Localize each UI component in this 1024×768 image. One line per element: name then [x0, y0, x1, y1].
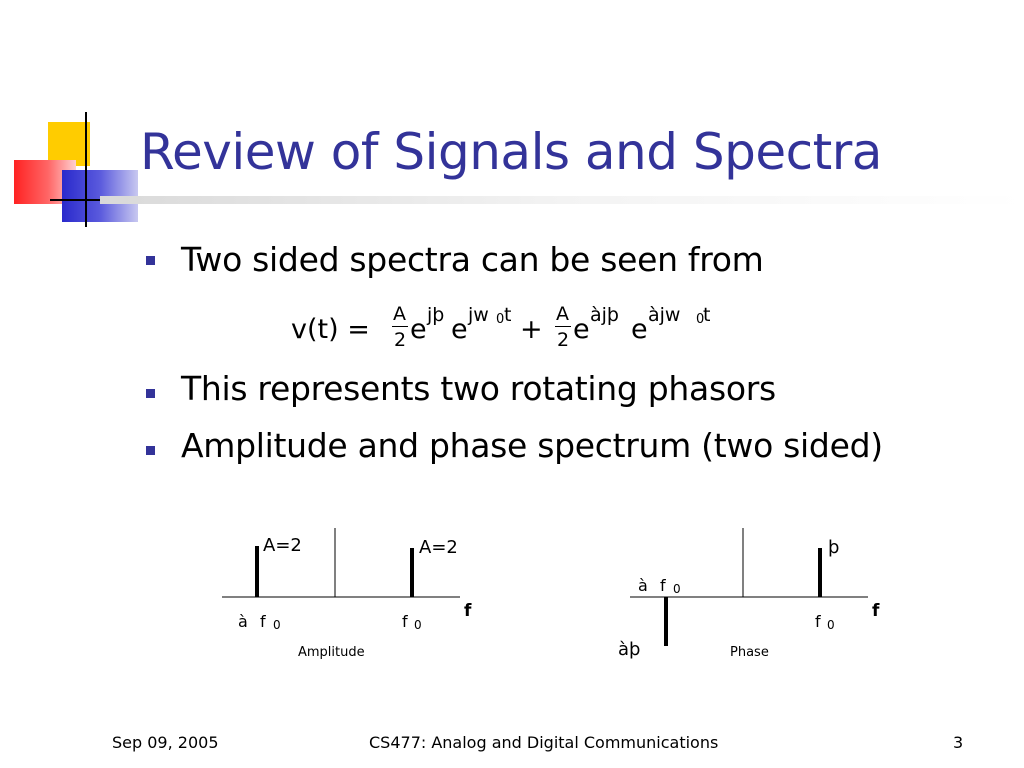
equation-lhs: v(t) = — [291, 314, 370, 345]
title-underline — [100, 196, 1024, 204]
phase-upper-label: þ — [828, 537, 839, 558]
logo-horizontal-line — [50, 199, 140, 201]
bullet-marker — [146, 389, 155, 398]
equation-e2: e — [451, 314, 468, 345]
equation-exp3: àjþ — [590, 304, 619, 326]
equation-plus: + — [520, 314, 543, 345]
equation-exp4-sub: 0 — [696, 312, 705, 327]
phase-right-tick: f — [815, 612, 821, 631]
equation-e1: e — [410, 314, 427, 345]
footer-course: CS477: Analog and Digital Communications — [369, 733, 719, 752]
slide-title: Review of Signals and Spectra — [140, 123, 882, 181]
equation-exp1: jþ — [427, 304, 445, 326]
phase-left-tick-prefix: à — [638, 576, 648, 595]
amplitude-left-tick-sub: 0 — [273, 618, 281, 632]
equation-frac1-bar — [392, 326, 408, 327]
amplitude-left-tick-prefix: à — [238, 612, 248, 631]
equation-frac2-den: 2 — [557, 329, 570, 351]
amplitude-caption: Amplitude — [298, 645, 365, 660]
equation-e4: e — [631, 314, 648, 345]
equation-exp2: jw — [468, 304, 489, 326]
equation-frac2-num: A — [556, 303, 569, 325]
amplitude-right-tick: f — [402, 612, 408, 631]
bullet-text: Two sided spectra can be seen from — [181, 240, 764, 279]
amplitude-left-tick: f — [260, 612, 266, 631]
footer-date: Sep 09, 2005 — [112, 733, 219, 752]
equation-exp4: àjw — [648, 304, 681, 326]
bullet-text: This represents two rotating phasors — [181, 369, 776, 408]
amplitude-right-label: A=2 — [419, 537, 458, 558]
amplitude-axis-label: f — [464, 601, 472, 621]
phase-caption: Phase — [730, 645, 769, 660]
amplitude-right-tick-sub: 0 — [414, 618, 422, 632]
equation-exp2-tail: t — [504, 304, 512, 326]
phase-lower-label: àþ — [618, 639, 640, 660]
logo-vertical-line — [85, 112, 87, 227]
equation-e3: e — [573, 314, 590, 345]
footer-page-number: 3 — [953, 733, 964, 752]
phase-left-tick: f — [660, 576, 666, 595]
bullet-text: Amplitude and phase spectrum (two sided) — [181, 426, 883, 465]
bullet-marker — [146, 256, 155, 265]
equation-exp4-tail: t — [703, 304, 711, 326]
amplitude-left-label: A=2 — [263, 535, 302, 556]
phase-right-tick-sub: 0 — [827, 618, 835, 632]
equation-exp2-sub: 0 — [496, 312, 505, 327]
equation-frac2-bar — [555, 326, 571, 327]
phase-axis-label: f — [872, 601, 880, 621]
equation-frac1-num: A — [393, 303, 406, 325]
bullet-marker — [146, 446, 155, 455]
equation-frac1-den: 2 — [394, 329, 407, 351]
phase-left-tick-sub: 0 — [673, 582, 681, 596]
logo-yellow-square — [48, 122, 90, 166]
